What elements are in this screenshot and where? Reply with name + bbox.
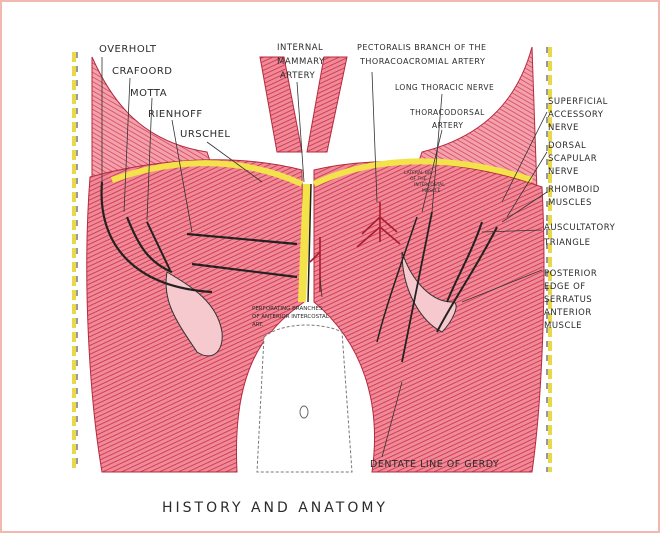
- label-posterior-edge-1: POSTERIOR: [544, 269, 597, 279]
- spine-area: [257, 325, 352, 472]
- label-thoracodorsal-2: ARTERY: [432, 121, 463, 130]
- label-superficial-2: ACCESSORY: [548, 110, 604, 120]
- label-internal-mammary-2: MAMMARY: [277, 57, 325, 67]
- label-posterior-edge-3: SERRATUS: [544, 295, 592, 305]
- label-rienhoff: RIENHOFF: [148, 109, 203, 120]
- label-thoracodorsal-1: THORACODORSAL: [409, 108, 485, 117]
- label-small-3: INTERCOSTAL: [414, 182, 445, 188]
- label-dentate-line: DENTATE LINE OF GERDY: [370, 459, 499, 470]
- label-motta: MOTTA: [130, 88, 167, 99]
- label-dorsal-scapular-1: DORSAL: [548, 141, 586, 151]
- label-auscultatory-2: TRIANGLE: [543, 238, 590, 248]
- label-long-thoracic: LONG THORACIC NERVE: [395, 83, 494, 92]
- label-pectoralis-branch-1: PECTORALIS BRANCH OF THE: [357, 43, 487, 52]
- label-dorsal-scapular-3: NERVE: [548, 167, 579, 177]
- label-posterior-edge-4: ANTERIOR: [544, 308, 592, 318]
- label-pectoralis-branch-2: THORACOACROMIAL ARTERY: [359, 57, 485, 66]
- label-posterior-edge-5: MUSCLE: [544, 321, 582, 331]
- label-small-4: MUSCLE: [422, 188, 441, 194]
- label-internal-mammary-3: ARTERY: [280, 71, 316, 81]
- label-urschel: URSCHEL: [180, 129, 231, 140]
- label-overholt: OVERHOLT: [99, 44, 157, 55]
- label-dorsal-scapular-2: SCAPULAR: [548, 154, 597, 164]
- label-superficial-1: SUPERFICIAL: [548, 97, 608, 107]
- label-small-1: LATERAL BR.: [404, 170, 432, 176]
- label-small-2: OF THE: [410, 176, 427, 182]
- midline-fat: [302, 184, 307, 302]
- label-internal-mammary-1: INTERNAL: [277, 43, 323, 53]
- label-crafoord: CRAFOORD: [112, 66, 173, 77]
- label-perforating-1: PERFORATING BRANCHES: [252, 306, 323, 312]
- label-superficial-3: NERVE: [548, 123, 579, 133]
- label-perforating-3: ART.: [252, 322, 264, 328]
- figure-title: HISTORY AND ANATOMY: [162, 500, 388, 516]
- label-posterior-edge-2: EDGE OF: [544, 282, 586, 292]
- label-rhomboid-2: MUSCLES: [548, 198, 592, 208]
- label-perforating-2: OF ANTERIOR INTERCOSTAL: [252, 314, 330, 320]
- label-auscultatory-1: AUSCULTATORY: [544, 223, 616, 233]
- label-rhomboid-1: RHOMBOID: [548, 185, 600, 195]
